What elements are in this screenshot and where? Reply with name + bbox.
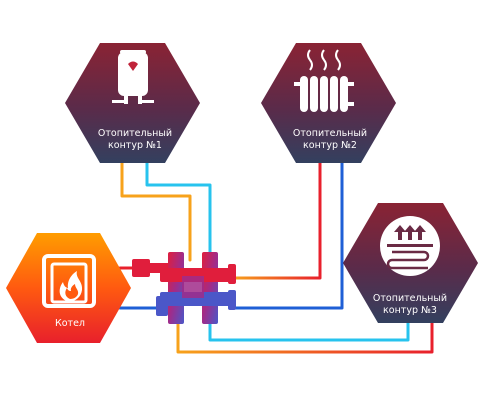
hex-circuit-1 bbox=[65, 43, 200, 163]
circuit-3-label-line2: контур №3 bbox=[383, 305, 437, 316]
manifold-hot-bar bbox=[160, 268, 234, 282]
circuit-3-label-line1: Отопительный bbox=[372, 293, 448, 304]
circuit-2-label-line2: контур №2 bbox=[303, 140, 357, 151]
circuit-2-label-line1: Отопительный bbox=[292, 128, 368, 139]
pipes bbox=[118, 154, 434, 354]
floor-heating-icon bbox=[380, 216, 440, 276]
manifold-column-left bbox=[168, 252, 184, 324]
radiator-icon bbox=[294, 49, 354, 112]
pipe-circuit-1-return bbox=[145, 154, 212, 262]
pipe-circuit-2-return bbox=[230, 160, 344, 310]
hex-circuit-2 bbox=[261, 43, 396, 163]
circuit-1-label-line2: контур №1 bbox=[108, 140, 162, 151]
manifold-column-right bbox=[202, 252, 218, 324]
pipe-circuit-3-return bbox=[208, 316, 410, 342]
boiler-label: Котел bbox=[25, 318, 115, 330]
water-heater-icon bbox=[112, 50, 154, 104]
circuit-1-label-line1: Отопительный bbox=[97, 128, 173, 139]
circuit-2-label: Отопительный контур №2 bbox=[275, 128, 385, 152]
boiler-flame-icon bbox=[42, 254, 96, 308]
pipe-circuit-2-supply bbox=[230, 160, 322, 280]
circuit-1-label: Отопительный контур №1 bbox=[80, 128, 190, 152]
manifold-cold-bar bbox=[160, 292, 234, 306]
circuit-3-label: Отопительный контур №3 bbox=[355, 293, 465, 317]
boiler-label-text: Котел bbox=[54, 318, 85, 329]
pipe-circuit-1-supply bbox=[120, 154, 192, 262]
manifold bbox=[132, 252, 236, 324]
pipe-circuit-3-supply bbox=[176, 316, 434, 354]
manifold-inlet-valve bbox=[132, 259, 150, 277]
